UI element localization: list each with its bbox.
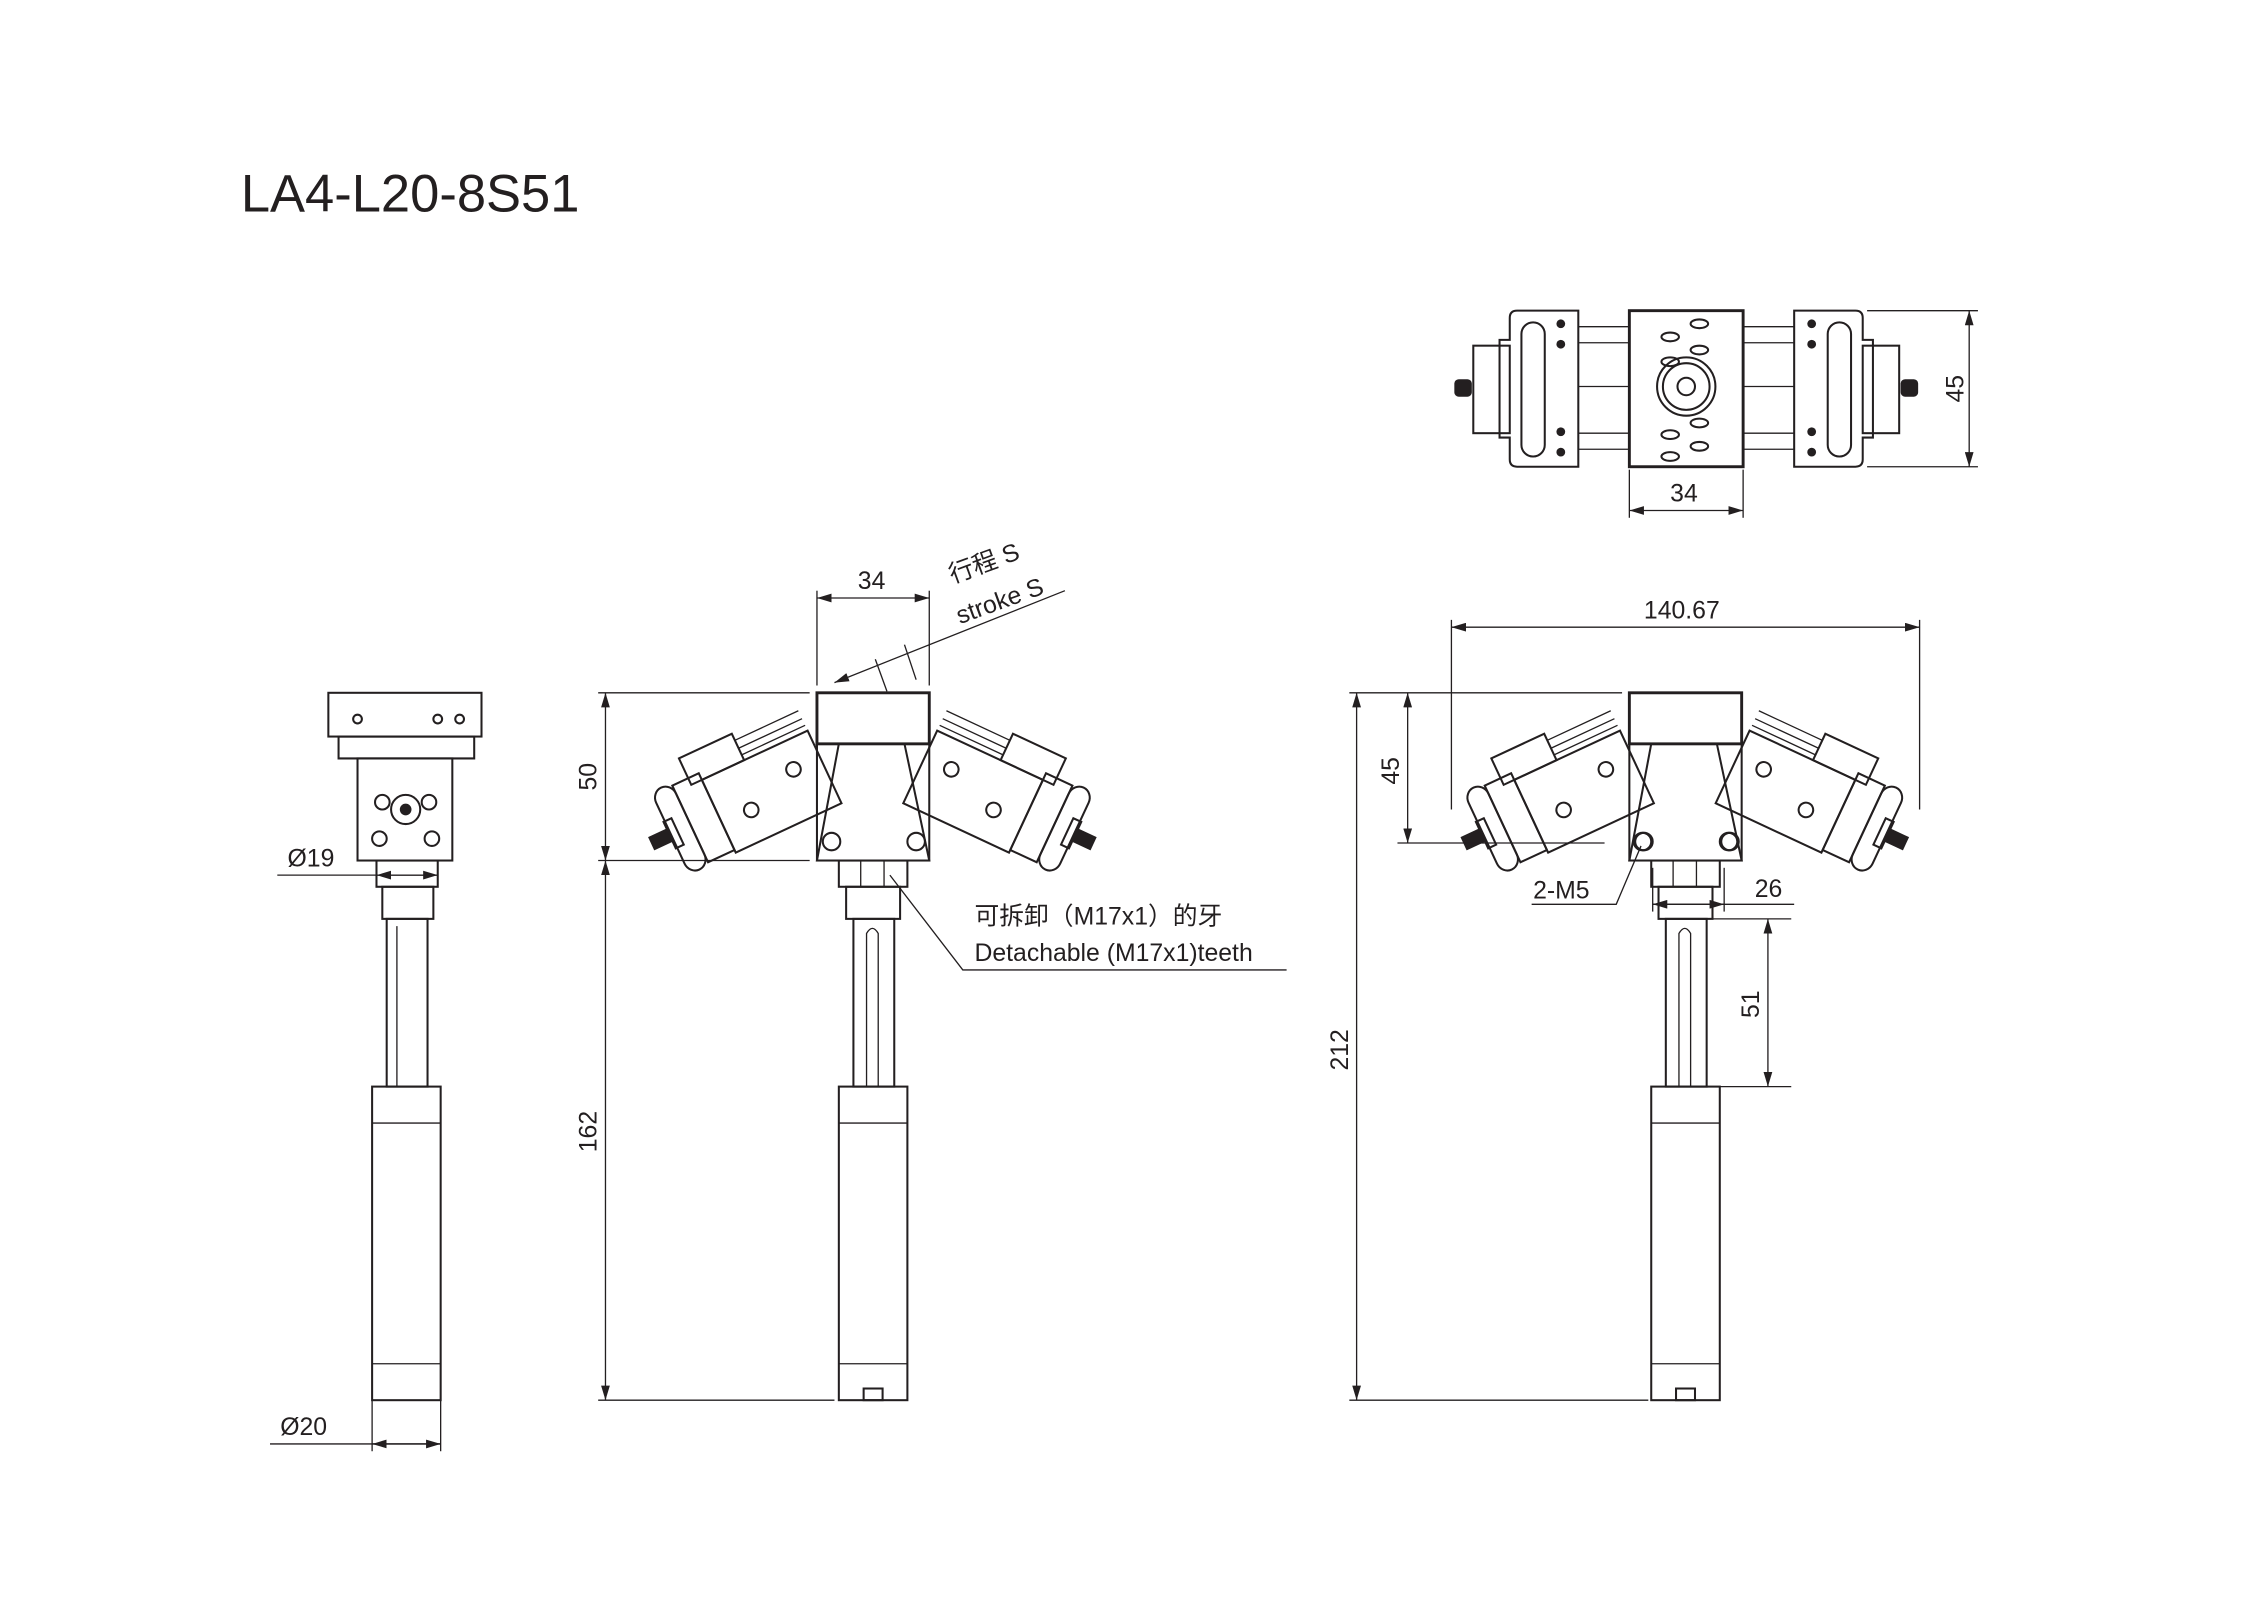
dim-hole-spacing: 26 — [1755, 876, 1783, 903]
note-en: Detachable (M17x1)teeth — [974, 940, 1252, 967]
dim-overall-width: 140.67 — [1644, 597, 1720, 624]
drawing-title: LA4-L20-8S51 — [241, 164, 580, 223]
dim-dia-20: Ø20 — [280, 1414, 327, 1441]
top-view-left-end — [1454, 309, 1630, 468]
front-view: 34 50 162 行程 S stroke S 可拆卸（M17x1）的牙 Det… — [576, 538, 1287, 1400]
dim-top-height: 45 — [1942, 375, 1969, 403]
dim-dia-19: Ø19 — [288, 845, 335, 872]
dim-overall-height: 212 — [1327, 1029, 1354, 1070]
note-cn: 可拆卸（M17x1）的牙 — [974, 903, 1222, 931]
side-view: Ø19 Ø20 — [270, 691, 483, 1452]
dim-height-162: 162 — [576, 1111, 603, 1152]
holes-label: 2-M5 — [1533, 877, 1589, 904]
dim-width-34: 34 — [858, 568, 886, 595]
top-view-right-end — [1743, 309, 1919, 468]
right-view: 140.67 45 212 2-M5 26 51 — [1327, 597, 1934, 1400]
dim-rod-length: 51 — [1738, 990, 1765, 1018]
dim-height-45: 45 — [1378, 757, 1405, 785]
top-view: 45 34 — [1454, 309, 1978, 518]
dim-height-50: 50 — [576, 763, 603, 791]
stroke-label-cn: 行程 S — [945, 538, 1023, 589]
dim-top-width: 34 — [1670, 481, 1698, 508]
